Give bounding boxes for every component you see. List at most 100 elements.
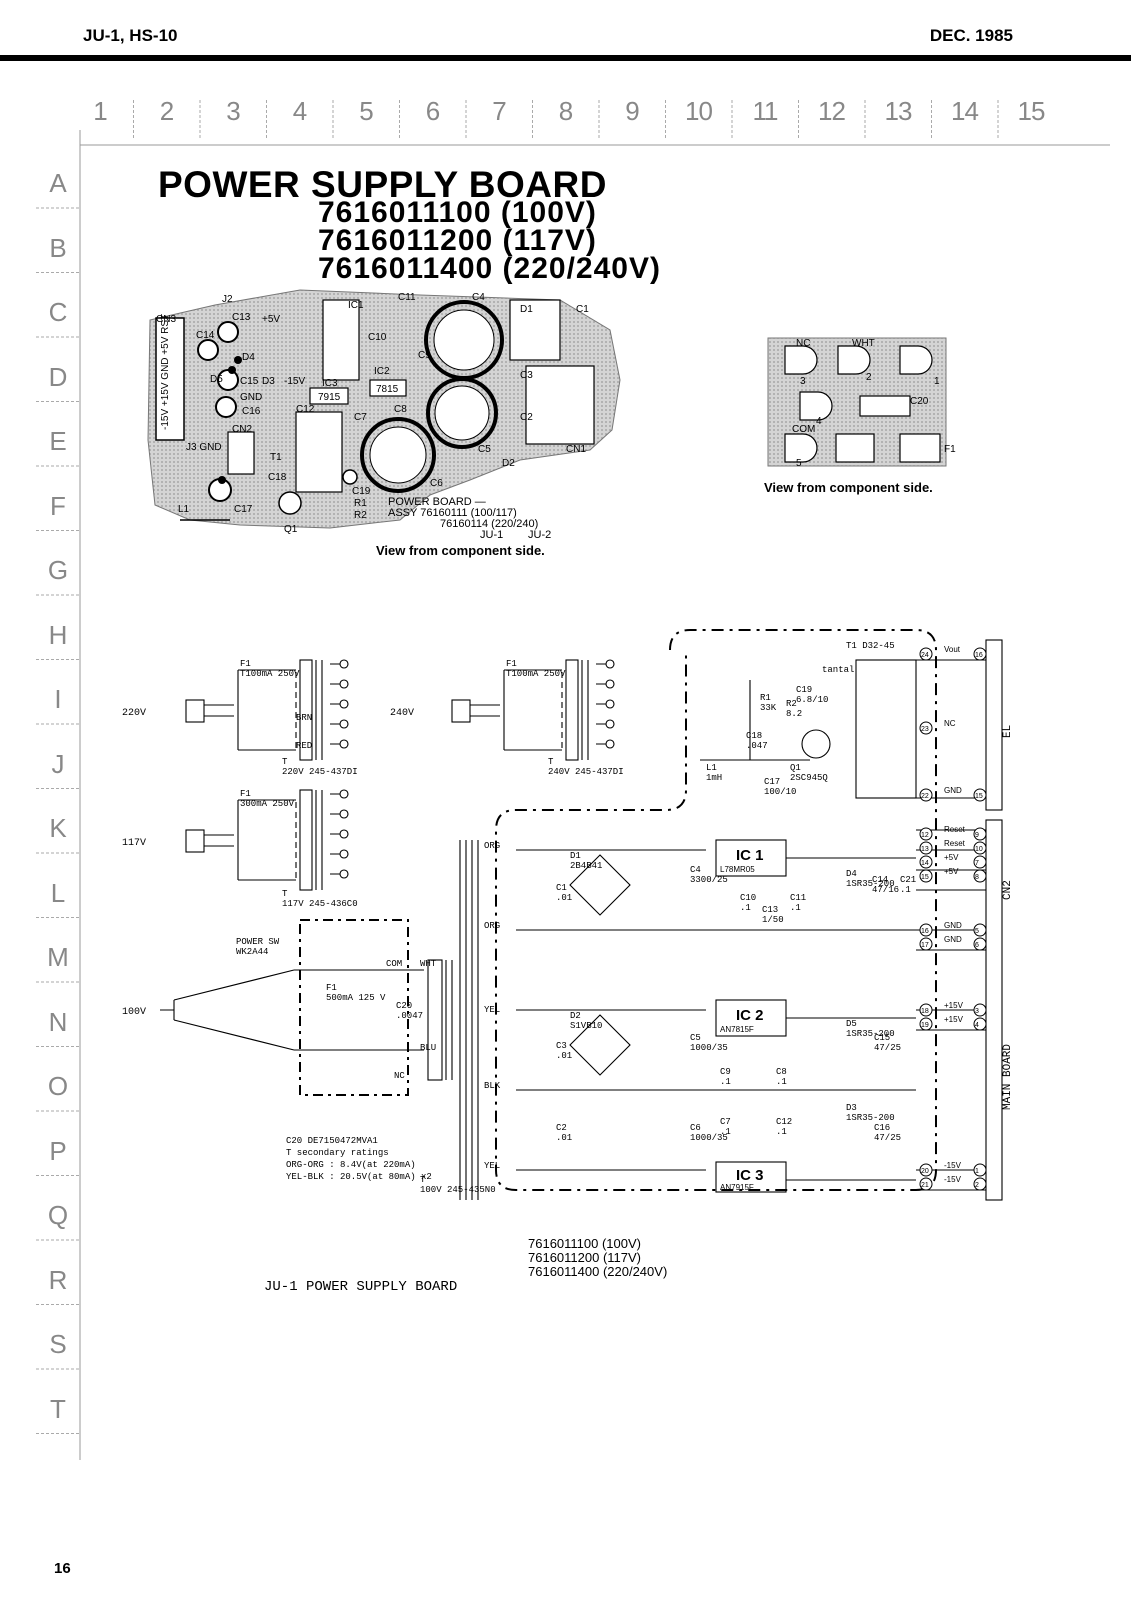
pcb-label-c12: C12: [296, 404, 315, 415]
grid-row-K: K: [49, 813, 67, 843]
variant-schematics: [160, 659, 615, 1096]
terminal-label-21: -15V: [944, 1175, 962, 1184]
wire-color-yel-2: YEL: [484, 1005, 500, 1015]
ic1-part: L78MR05: [720, 865, 755, 874]
assy-line-2: 76160114 (220/240): [440, 518, 538, 530]
cn-circle: [973, 923, 987, 937]
wire-color-blk-3: BLK: [484, 1081, 501, 1091]
component-c5-value-line-0: C5: [690, 1033, 701, 1043]
cn-circle: [973, 855, 987, 869]
t1-outline: [295, 411, 343, 493]
cn-circle: [973, 841, 987, 855]
terminal-label-14: +5V: [944, 853, 959, 862]
component-c8-value-line-0: C8: [776, 1067, 787, 1077]
transformer-note-2: ORG-ORG : 8.4V(at 220mA): [286, 1160, 416, 1170]
schematic-part-number-117v: 7616011200 (117V): [528, 1250, 642, 1265]
component-c20-value-line-1: .0047: [396, 1011, 423, 1021]
component-c10-value-line-1: .1: [740, 903, 751, 913]
component-c21-value-line-1: .1: [900, 885, 911, 895]
connector-pin-5: 5: [796, 458, 802, 469]
terminal-circle: [919, 1163, 933, 1177]
terminal-circle: [919, 788, 933, 802]
transformer-240v-label-line-1: 240V 245-437DI: [548, 767, 624, 777]
pcb-label-c4: C4: [472, 292, 485, 303]
grid-column-1: 1: [93, 96, 107, 126]
pcb-label-ic1: IC1: [348, 300, 364, 311]
pcb-label-c7: C7: [354, 412, 367, 423]
component-d5-value-line-0: D5: [846, 1019, 857, 1029]
component-c12-value-line-0: C12: [776, 1117, 792, 1127]
fuse-117v-label-line-0: F1: [240, 789, 251, 799]
cn-pin-2: 2: [975, 1182, 979, 1189]
terminal-pin-16: 16: [921, 928, 929, 935]
terminal-circle: [919, 1003, 933, 1017]
terminal-pin-17: 17: [921, 942, 929, 949]
terminal-label-22: GND: [944, 786, 962, 795]
pcb-label-l1: L1: [178, 504, 190, 515]
pcb-label-c14: C14: [196, 330, 215, 341]
regulator-schematic: [459, 629, 1003, 1201]
ic3-name: IC 3: [736, 1167, 764, 1184]
cn-pin-1: 1: [975, 1168, 979, 1175]
component-c15-value-line-0: C15: [874, 1033, 890, 1043]
c6-outline: [426, 377, 498, 449]
connector-pin-wht: WHT: [852, 338, 875, 349]
terminal-label-23: NC: [944, 719, 956, 728]
output-terminal-20: 20 -15V 1: [919, 1161, 987, 1177]
pcb-label-c17: C17: [234, 504, 253, 515]
component-c13-value-line-0: C13: [762, 905, 778, 915]
component-c16-value-line-0: C16: [874, 1123, 890, 1133]
input-240v-label: 240V: [390, 708, 414, 719]
power-switch-label-line-1: WK2A44: [236, 947, 268, 957]
component-r1-value-line-1: 33K: [760, 703, 777, 713]
terminal-label-18: +15V: [944, 1001, 964, 1010]
ic1-name: IC 1: [736, 847, 764, 864]
input-220v-label: 220V: [122, 708, 146, 719]
component-d4-value-line-0: D4: [846, 869, 857, 879]
part-number-220-240v: 7616011400 (220/240V): [318, 252, 661, 285]
wire-color-red-10: RED: [296, 741, 312, 751]
cn-pin-15: 15: [975, 793, 983, 800]
terminal-label-20: -15V: [944, 1161, 962, 1170]
terminal-label-24: Vout: [944, 645, 961, 654]
fuse-240v-label-line-0: F1: [506, 659, 517, 669]
pcb-label-c3: C3: [520, 370, 533, 381]
component-r2-value-line-0: R2: [786, 699, 797, 709]
ju2-label: JU-2: [528, 529, 551, 541]
grid-row-M: M: [47, 942, 69, 972]
fuse-220v-label-line-0: F1: [240, 659, 251, 669]
terminal-circle: [919, 841, 933, 855]
component-c6-value-line-0: C6: [690, 1123, 701, 1133]
component-c9-value-line-1: .1: [720, 1077, 731, 1087]
grid-row-F: F: [50, 490, 66, 521]
d1-outline: [509, 299, 561, 361]
grid-column-8: 8: [558, 96, 573, 126]
grid-row-P: P: [49, 1135, 67, 1166]
fuse-240v-label-line-1: T100mA 250V: [506, 669, 566, 679]
cn2-outline: [227, 431, 255, 475]
pcb-label-ic3: IC3: [322, 378, 338, 389]
header-model: JU-1, HS-10: [83, 26, 178, 45]
component-c18-value-line-0: C18: [746, 731, 762, 741]
pcb-label-c16: C16: [242, 406, 261, 417]
component-r2-value-line-1: 8.2: [786, 709, 802, 719]
pcb-label-c11: C11: [398, 292, 416, 303]
pcb-label-cn1: CN1: [566, 444, 586, 455]
wire-color-nc-8: NC: [394, 1071, 405, 1081]
grid-row-R: R: [48, 1264, 68, 1295]
cn-circle: [973, 1177, 987, 1191]
component-d3-value-line-0: D3: [846, 1103, 857, 1113]
q1-label-line-0: Q1: [790, 763, 801, 773]
ic2-outline: [369, 379, 407, 397]
ic2-name: IC 2: [736, 1007, 764, 1024]
component-c4-value-line-0: C4: [690, 865, 701, 875]
pcb-label-c15: C15: [240, 376, 259, 387]
terminal-pin-20: 20: [921, 1168, 929, 1175]
cn-circle: [973, 1017, 987, 1031]
